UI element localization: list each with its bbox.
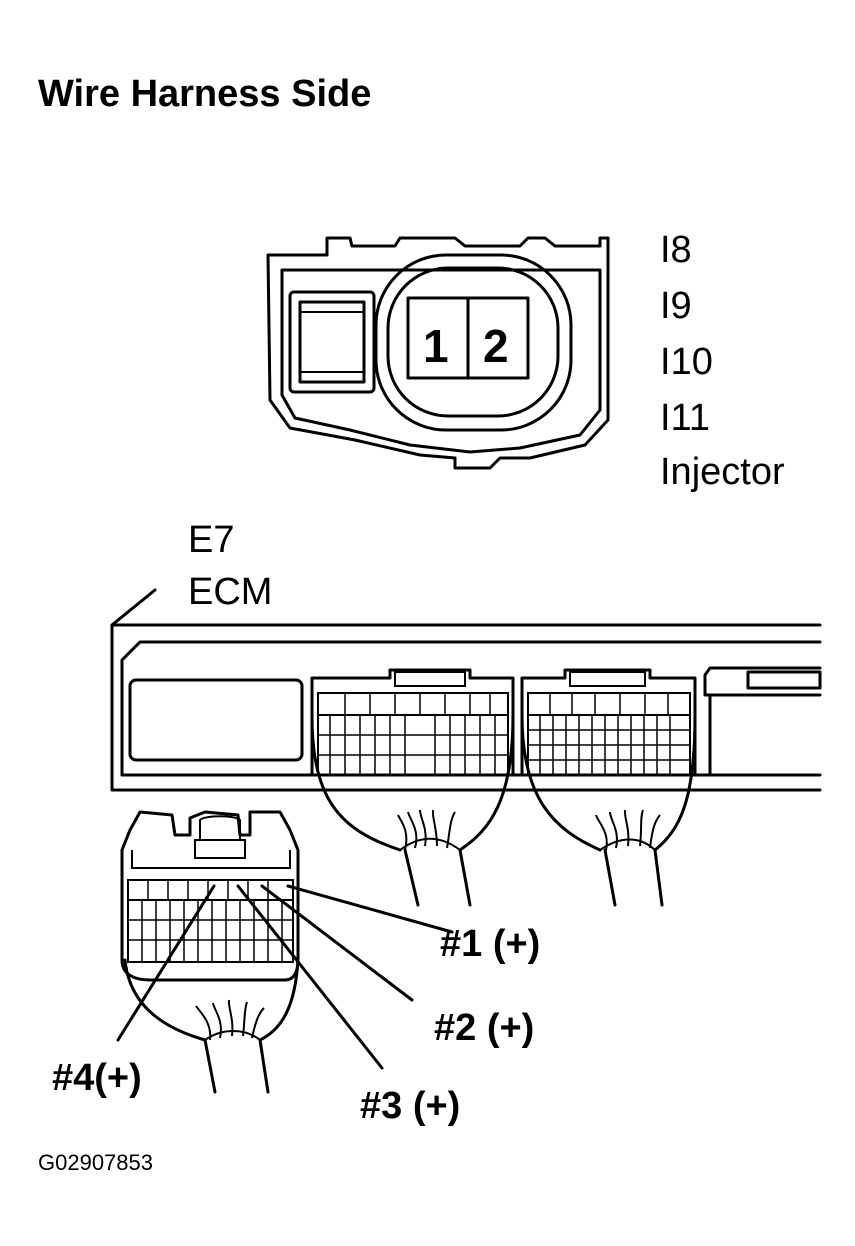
injector-code-i8: I8	[660, 229, 692, 271]
ecm-connector-a	[310, 668, 515, 907]
callout-lines	[116, 884, 454, 1070]
ecm-code: E7	[188, 519, 234, 561]
callout-pin3: #3 (+)	[360, 1085, 460, 1127]
callout-pin2: #2 (+)	[434, 1007, 534, 1049]
callout-pin4: #4(+)	[52, 1057, 142, 1099]
pin-2-label: 2	[483, 320, 509, 372]
ecm-connector-b	[520, 668, 697, 907]
injector-connector: 1 2	[266, 236, 610, 470]
injector-code-i11: I11	[660, 397, 710, 439]
pin-1-label: 1	[423, 320, 449, 372]
ecm-name: ECM	[188, 571, 272, 613]
ecm-housing	[110, 623, 822, 792]
ecm-connector-front	[120, 810, 300, 1094]
callout-line-3	[236, 884, 384, 1070]
injector-name: Injector	[660, 451, 785, 493]
page-title: Wire Harness Side	[38, 73, 371, 115]
callout-pin1: #1 (+)	[440, 923, 540, 965]
callout-line-1	[286, 884, 454, 934]
injector-code-i10: I10	[660, 341, 713, 383]
callout-line-2	[260, 884, 414, 1002]
injector-code-i9: I9	[660, 285, 692, 327]
figure-id: G02907853	[38, 1150, 153, 1175]
callout-line-4	[116, 884, 216, 1042]
ecm-leader-line	[110, 588, 157, 627]
